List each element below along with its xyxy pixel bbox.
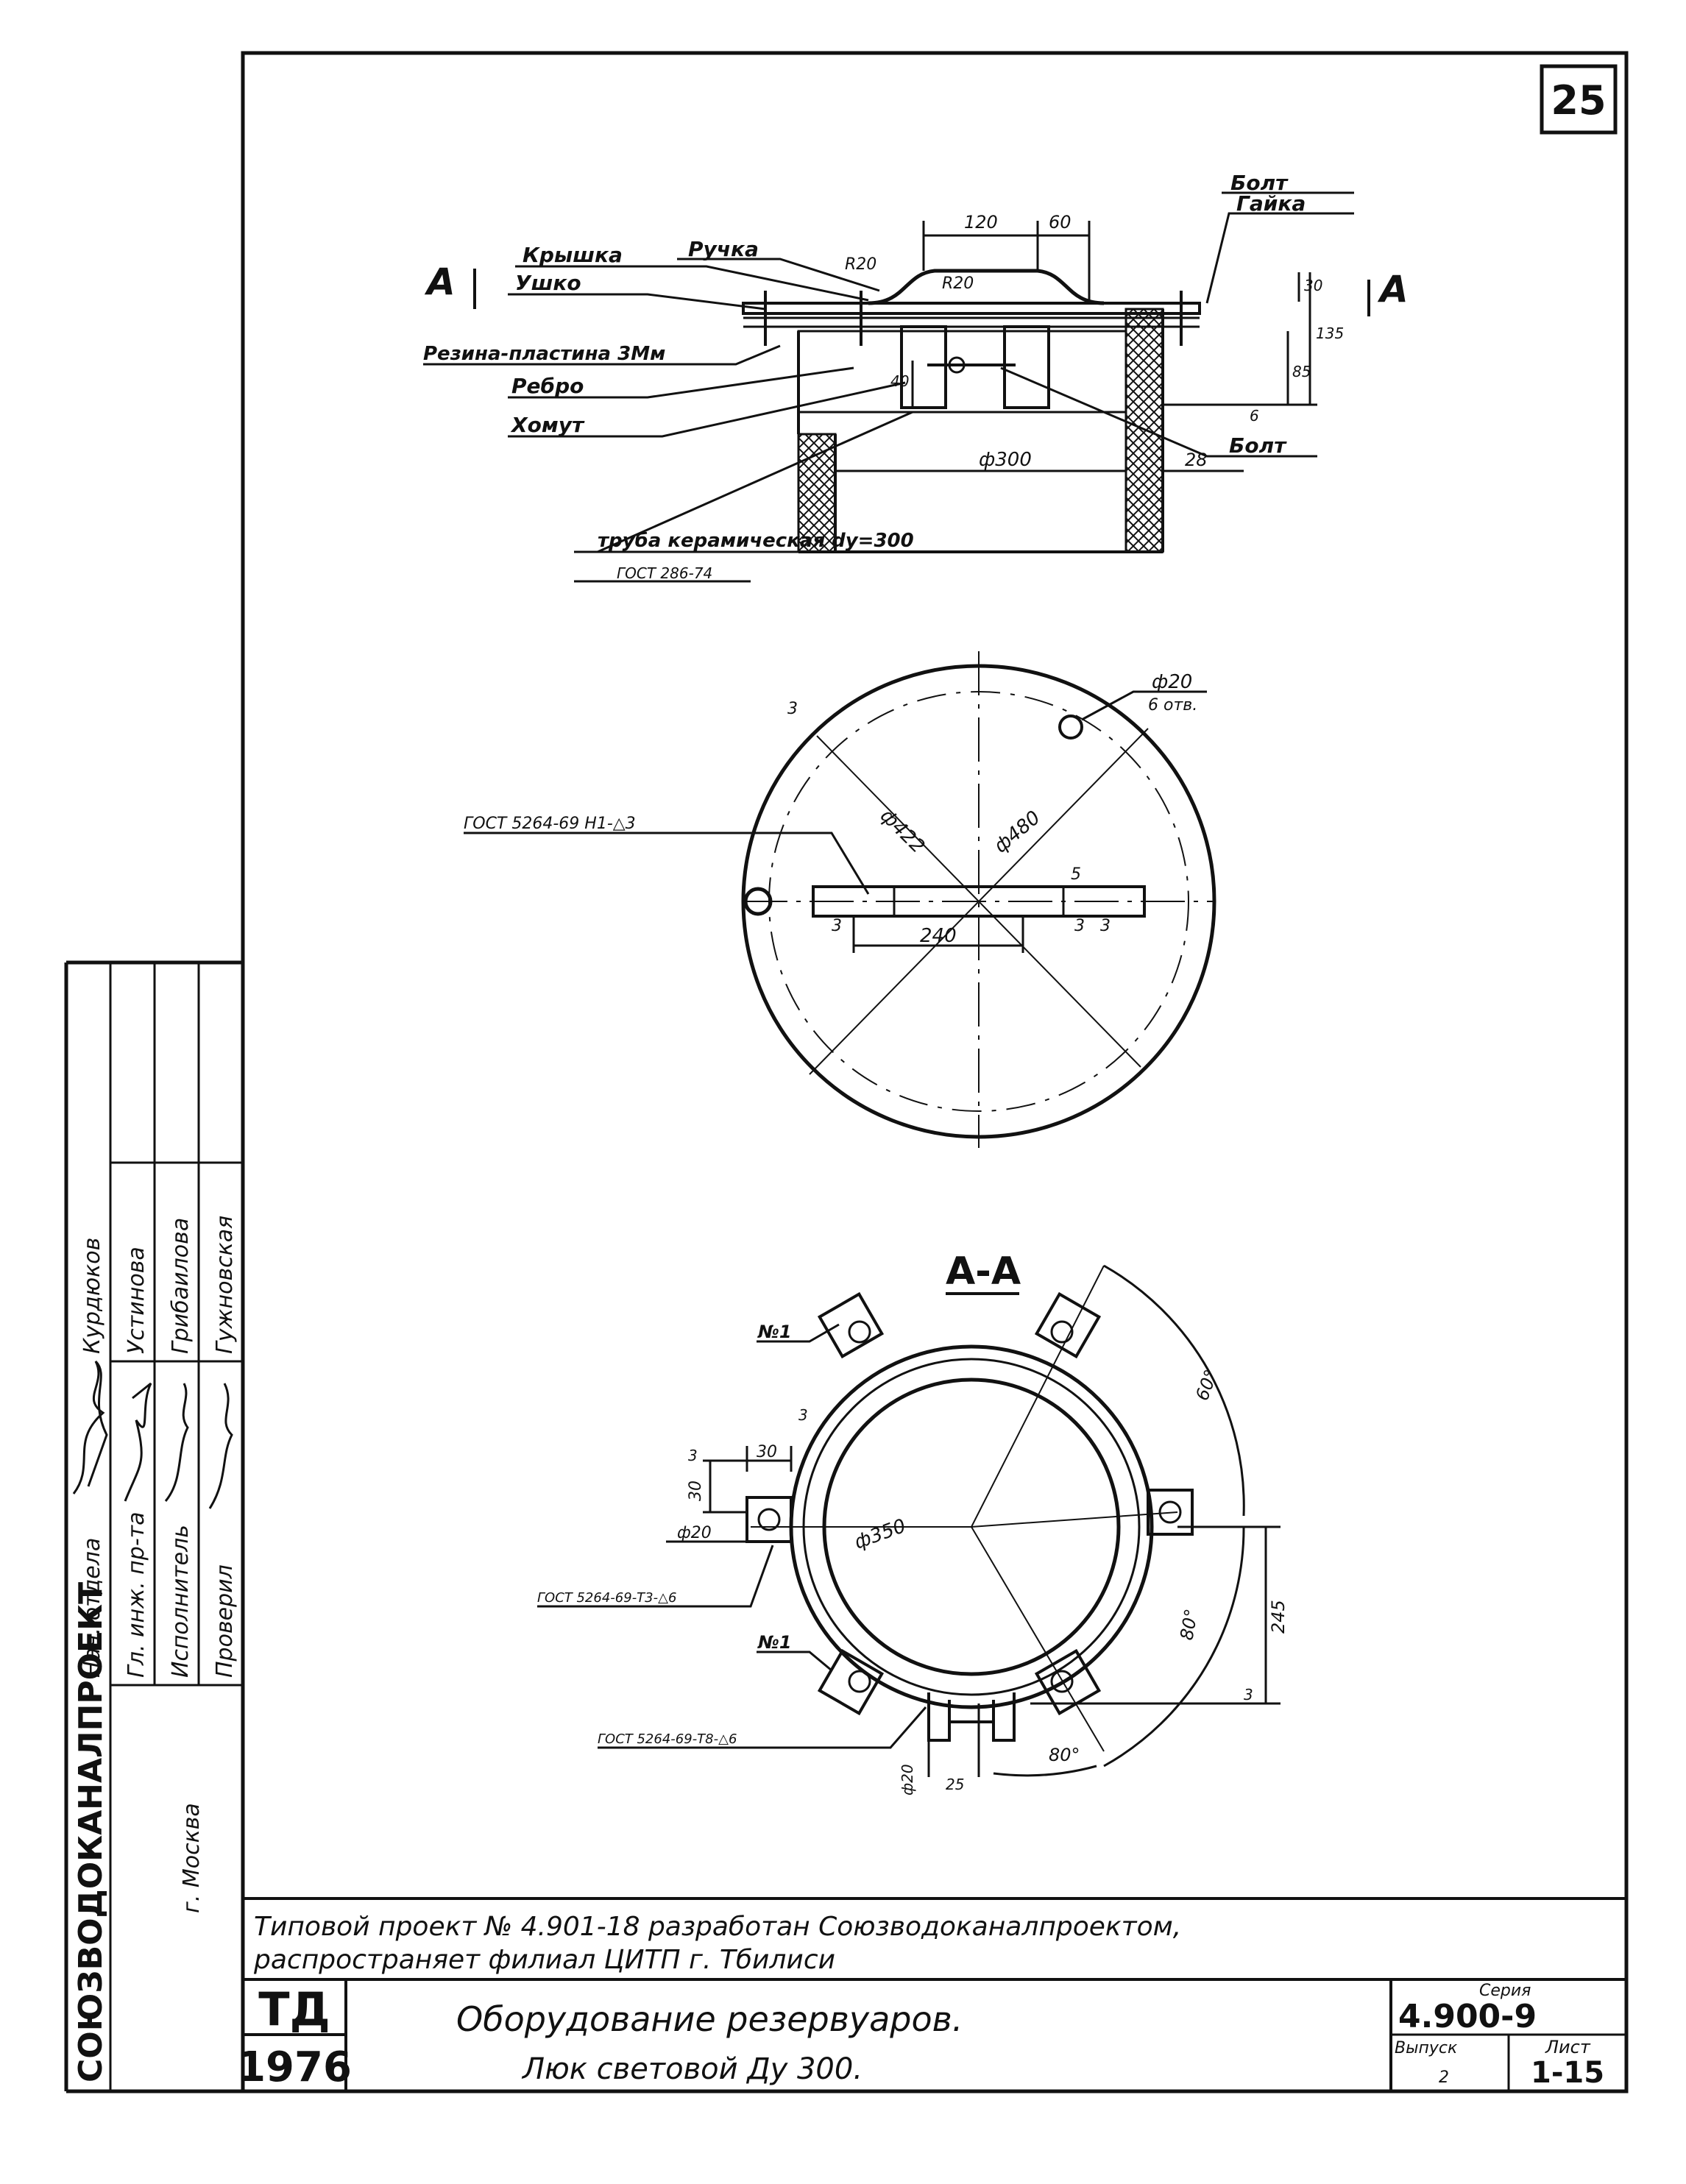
rib-right xyxy=(1003,325,1050,409)
dim-30b: 30 xyxy=(687,1481,705,1501)
city-name: г. Москва xyxy=(179,1803,205,1913)
sec-gost-2: ГОСТ 5264-69-Т8-△6 xyxy=(598,1731,737,1747)
dim-240: 240 xyxy=(920,925,957,947)
signature-4 xyxy=(208,1383,233,1509)
angle-60: 60° xyxy=(1191,1366,1222,1403)
sheet-number: 25 xyxy=(1551,77,1606,124)
dim-85: 85 xyxy=(1292,363,1311,380)
dim-480: ф480 xyxy=(990,806,1044,857)
name-4: Гужновская xyxy=(212,1216,238,1354)
dim-135: 135 xyxy=(1316,325,1344,342)
callout-pipe: труба керамическая dу=300 xyxy=(598,530,914,552)
dim-120: 120 xyxy=(964,212,998,233)
weld-3g: 3 xyxy=(688,1447,698,1464)
project-note-line-1: Типовой проект № 4.901-18 разработан Сою… xyxy=(254,1912,1181,1942)
weld-3e: 3 xyxy=(1244,1686,1253,1703)
weld-3f: 3 xyxy=(798,1406,808,1424)
callout-nut: Гайка xyxy=(1236,191,1306,216)
dim-30: 30 xyxy=(1304,277,1322,294)
signature-1 xyxy=(72,1360,108,1495)
sec-gost-1: ГОСТ 5264-69-Т3-△6 xyxy=(537,1590,676,1606)
angle-80a: 80° xyxy=(1176,1607,1202,1642)
angle-80b: 80° xyxy=(1049,1745,1080,1765)
plan-hole-top-right xyxy=(1058,715,1083,740)
callout-pipe-gost: ГОСТ 286-74 xyxy=(617,564,712,582)
dim-300: ф300 xyxy=(979,449,1032,471)
issue-value: 2 xyxy=(1439,2068,1449,2087)
hole-count: 6 отв. xyxy=(1148,696,1197,715)
dim-20a: ф20 xyxy=(677,1524,712,1542)
plan-view: ГОСТ 5264-69 Н1-△3 ф422 ф480 240 ф20 6 о… xyxy=(464,651,1216,1148)
name-1: Курдюков xyxy=(79,1238,105,1354)
callout-lug: Ушко xyxy=(515,271,581,295)
dim-20b: ф20 xyxy=(899,1764,916,1795)
weld-3c: 3 xyxy=(1074,917,1085,935)
stamp-td: ТД xyxy=(258,1982,330,2036)
dim-28: 28 xyxy=(1185,450,1208,470)
stamp-year: 1976 xyxy=(237,2043,352,2091)
dim-60: 60 xyxy=(1049,212,1072,233)
callout-handle: Ручка xyxy=(688,237,759,261)
callout-ribs: Ребро xyxy=(511,374,584,398)
sheet-label: Лист xyxy=(1545,2037,1591,2057)
signature-2 xyxy=(124,1382,152,1502)
drawing-title-line-2: Люк световой Ду 300. xyxy=(521,2052,863,2086)
organization-name: СОЮЗВОДОКАНАЛПРОЕКТ xyxy=(72,1582,110,2082)
item-n1-bottom: №1 xyxy=(757,1632,792,1653)
project-note-line-2: распространяет филиал ЦИТП г. Тбилиси xyxy=(253,1945,835,1975)
clamp-band xyxy=(797,330,1127,414)
weld-5: 5 xyxy=(1071,865,1081,884)
plan-handle-bar xyxy=(812,885,1146,918)
callout-bolt-top: Болт xyxy=(1230,171,1289,195)
section-view: А-А xyxy=(537,1249,1289,1795)
dim-25: 25 xyxy=(946,1776,964,1793)
weld-3a: 3 xyxy=(787,700,798,718)
series-value: 4.900-9 xyxy=(1398,1998,1537,2035)
section-title: А-А xyxy=(946,1249,1021,1294)
series-label: Серия xyxy=(1479,1982,1531,2000)
weld-3b: 3 xyxy=(832,917,842,935)
rib-left xyxy=(900,325,947,409)
role-head: Нач. отдела xyxy=(79,1538,105,1678)
dim-r20b: R20 xyxy=(942,274,974,293)
dim-30a: 30 xyxy=(757,1443,777,1461)
dim-245: 245 xyxy=(1268,1600,1289,1634)
dim-r20a: R20 xyxy=(845,255,876,274)
sheet-value: 1-15 xyxy=(1531,2056,1604,2090)
drawing-frame xyxy=(64,51,1629,2093)
plan-hole-left xyxy=(743,887,773,916)
role-chief-engineer: Гл. инж. пр-та xyxy=(124,1511,149,1678)
weld-3d: 3 xyxy=(1100,917,1111,935)
section-marker-right: А xyxy=(1377,268,1409,311)
dim-422: ф422 xyxy=(876,805,929,858)
issue-label: Выпуск xyxy=(1395,2039,1458,2057)
role-checker: Проверил xyxy=(212,1564,238,1678)
role-executor: Исполнитель xyxy=(168,1525,194,1678)
side-view: А А xyxy=(423,171,1409,583)
signature-3 xyxy=(164,1383,189,1502)
dim-350: ф350 xyxy=(851,1515,909,1554)
signature-block: Нач. отдела Гл. инж. пр-та Исполнитель П… xyxy=(72,1216,238,2082)
drawing-title-line-1: Оборудование резервуаров. xyxy=(456,1999,963,2039)
handle-shape xyxy=(868,269,1105,305)
name-3: Грибаилова xyxy=(168,1218,194,1354)
hole-diameter: ф20 xyxy=(1152,671,1192,693)
plan-gost: ГОСТ 5264-69 Н1-△3 xyxy=(464,815,636,833)
callout-bolt-bottom: Болт xyxy=(1229,433,1287,458)
dim-40: 40 xyxy=(890,372,909,390)
section-marker-left: А xyxy=(424,260,456,303)
name-2: Устинова xyxy=(124,1247,149,1354)
weld-6: 6 xyxy=(1250,407,1259,425)
callout-rubber: Резина-пластина 3Мм xyxy=(423,343,665,365)
cover-plate xyxy=(742,302,1201,315)
callout-cover: Крышка xyxy=(523,243,623,267)
item-n1-top: №1 xyxy=(757,1322,792,1342)
callout-clamp: Хомут xyxy=(510,413,585,437)
